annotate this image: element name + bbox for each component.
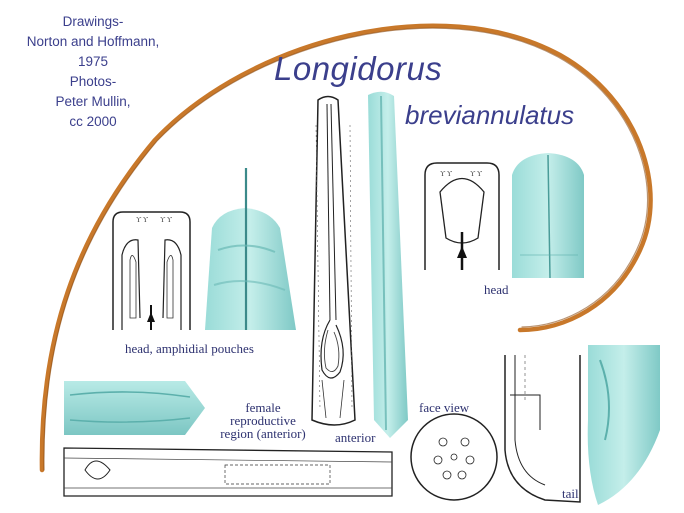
head-photo-right [512, 153, 584, 279]
head-amphidial-drawing: ϒ ϒ ϒ ϒ [112, 211, 191, 330]
caption-line: region (anterior) [220, 426, 306, 441]
caption-line: female [245, 400, 281, 415]
svg-text:ϒ ϒ: ϒ ϒ [470, 170, 483, 178]
caption-head: head [484, 282, 509, 297]
head-drawing: ϒ ϒ ϒ ϒ [424, 162, 500, 270]
tail-drawing [504, 355, 581, 503]
caption-female-reproductive: female reproductive region (anterior) [218, 401, 308, 440]
tail-photo [587, 345, 660, 505]
reproductive-photo [64, 381, 205, 435]
caption-tail: tail [562, 486, 579, 501]
species-title: breviannulatus [405, 100, 575, 130]
caption-face-view: face view [419, 400, 470, 415]
head-photo [205, 168, 296, 330]
svg-text:ϒ ϒ: ϒ ϒ [440, 170, 453, 178]
svg-text:ϒ ϒ: ϒ ϒ [136, 216, 149, 224]
anterior-drawing [311, 95, 356, 426]
credit-line: Peter Mullin, [55, 94, 131, 109]
anterior-photo [368, 91, 408, 438]
credit-line: Photos- [69, 74, 117, 89]
reproductive-drawing [63, 447, 393, 497]
credit-line: Drawings- [62, 14, 124, 29]
face-view-drawing [410, 413, 498, 501]
caption-head-amphidial: head, amphidial pouches [125, 341, 254, 356]
svg-text:ϒ ϒ: ϒ ϒ [160, 216, 173, 224]
nematode-body-arc [39, 23, 653, 473]
credit-line: Norton and Hoffmann, [26, 34, 160, 49]
genus-title: Longidorus [274, 50, 443, 87]
image-credits: Drawings- Norton and Hoffmann, 1975 Phot… [8, 12, 178, 132]
caption-anterior: anterior [335, 430, 376, 445]
nematode-body-arc-shade [43, 27, 649, 471]
credit-line: cc 2000 [69, 114, 117, 129]
caption-line: reproductive [230, 413, 296, 428]
credit-line: 1975 [77, 54, 109, 69]
